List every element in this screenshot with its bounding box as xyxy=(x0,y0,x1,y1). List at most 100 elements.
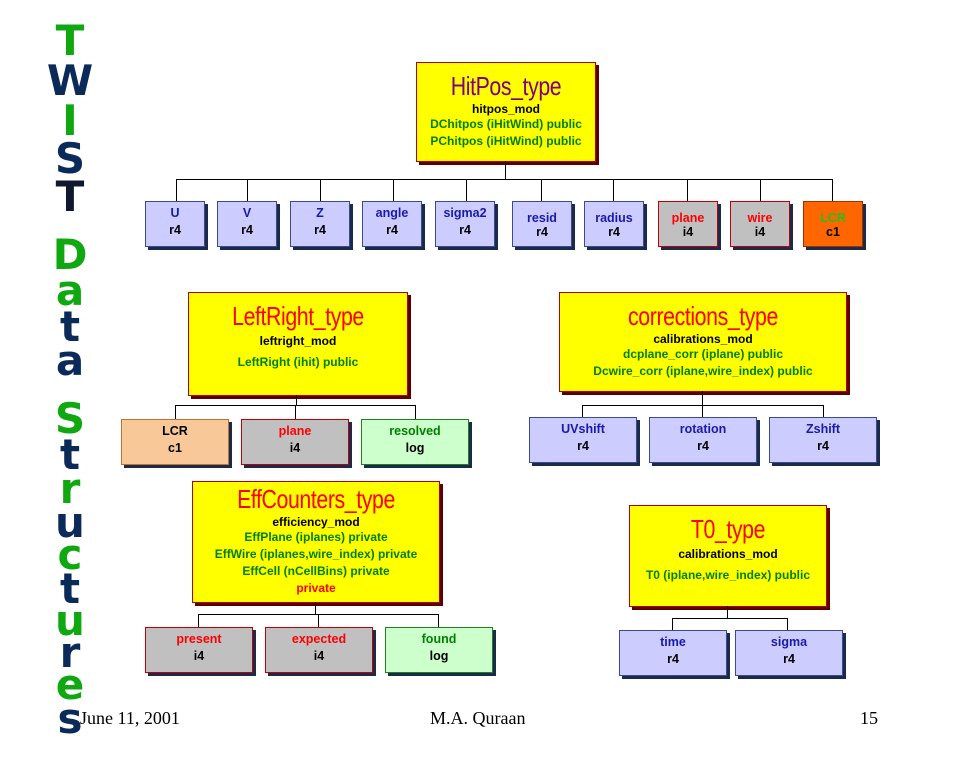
connector xyxy=(541,179,542,201)
effcounters-module: efficiency_mod xyxy=(272,515,360,529)
field-name: wire xyxy=(747,211,773,225)
field-type: i4 xyxy=(313,649,325,663)
field-type: r4 xyxy=(577,439,589,453)
title-letter: r xyxy=(59,464,81,513)
connector xyxy=(296,395,297,405)
title-letter: u xyxy=(55,596,85,645)
field-name: Zshift xyxy=(805,422,841,436)
field-type: log xyxy=(429,649,449,663)
connector xyxy=(702,391,703,405)
field-type: r4 xyxy=(536,225,548,239)
leftright-module: leftright_mod xyxy=(259,334,337,348)
t0-type-box: T0_type calibrations_mod T0 (iplane,wire… xyxy=(629,505,827,607)
title-letter: T xyxy=(55,16,85,65)
field-type: r4 xyxy=(169,223,181,237)
t0-line: T0 (iplane,wire_index) public xyxy=(645,568,811,582)
effcounters-type-title: EffCounters_type xyxy=(237,484,395,514)
connector xyxy=(198,614,199,627)
field-box: sigma2 r4 xyxy=(435,201,495,247)
title-letter: T xyxy=(55,172,85,221)
field-box: resid r4 xyxy=(512,201,572,247)
connector xyxy=(438,614,439,627)
field-type: i4 xyxy=(682,225,694,239)
connector xyxy=(672,618,788,619)
field-type: log xyxy=(405,441,425,455)
title-letter: t xyxy=(59,430,81,479)
field-type: c1 xyxy=(826,225,840,239)
leftright-type-title: LeftRight_type xyxy=(232,301,364,331)
field-box: present i4 xyxy=(145,627,253,673)
field-name: time xyxy=(660,635,686,649)
hitpos-type-title: HitPos_type xyxy=(450,71,562,101)
hitpos-module: hitpos_mod xyxy=(472,102,540,116)
footer-date: June 11, 2001 xyxy=(80,708,180,728)
field-box: rotation r4 xyxy=(649,417,757,463)
corrections-line: Dcwire_corr (iplane,wire_index) public xyxy=(593,364,813,378)
title-letter: S xyxy=(54,134,86,183)
field-name: Z xyxy=(316,206,324,220)
title-letter: I xyxy=(62,96,78,145)
leftright-line: LeftRight (ihit) public xyxy=(237,355,359,369)
corrections-type-title: corrections_type xyxy=(628,301,778,331)
field-name: found xyxy=(421,632,457,646)
connector xyxy=(466,179,467,201)
field-box: time r4 xyxy=(619,630,727,676)
effcounters-type-box: EffCounters_type efficiency_mod EffPlane… xyxy=(192,481,440,603)
title-letter: t xyxy=(59,564,81,613)
title-letter: t xyxy=(59,302,81,351)
field-name: U xyxy=(170,206,180,220)
footer-page-number: 15 xyxy=(860,708,878,728)
hitpos-line: PChitpos (iHitWind) public xyxy=(430,134,582,148)
connector xyxy=(613,179,614,201)
field-box: Zshift r4 xyxy=(769,417,877,463)
field-name: plane xyxy=(278,424,312,438)
connector xyxy=(505,161,506,179)
connector xyxy=(760,179,761,201)
field-name: LCR xyxy=(162,424,188,438)
connector xyxy=(393,179,394,201)
connector xyxy=(727,606,728,618)
field-type: i4 xyxy=(289,441,301,455)
hitpos-type-box: HitPos_type hitpos_mod DChitpos (iHitWin… xyxy=(416,62,596,162)
field-type: r4 xyxy=(608,225,620,239)
connector xyxy=(832,179,833,201)
field-box: U r4 xyxy=(145,201,205,247)
corrections-line: dcplane_corr (iplane) public xyxy=(622,347,784,361)
connector xyxy=(787,618,788,630)
field-type: i4 xyxy=(754,225,766,239)
field-type: r4 xyxy=(241,223,253,237)
hitpos-line: DChitpos (iHitWind) public xyxy=(430,117,582,131)
field-type: r4 xyxy=(817,439,829,453)
field-name: resolved xyxy=(389,424,441,438)
t0-type-title: T0_type xyxy=(690,514,766,544)
footer-author: M.A. Quraan xyxy=(430,708,526,728)
connector xyxy=(415,405,416,419)
field-name: plane xyxy=(671,211,705,225)
field-type: i4 xyxy=(193,649,205,663)
field-name: sigma xyxy=(770,635,808,649)
connector xyxy=(176,179,177,201)
field-type: c1 xyxy=(168,441,182,455)
field-name: UVshift xyxy=(561,422,605,436)
field-type: r4 xyxy=(697,439,709,453)
field-box: LCR c1 xyxy=(803,201,863,247)
connector xyxy=(318,614,319,627)
field-box: LCR c1 xyxy=(121,419,229,465)
title-letter: c xyxy=(57,530,83,579)
field-type: r4 xyxy=(314,223,326,237)
title-letter: a xyxy=(55,266,85,315)
effcounters-line: EffPlane (iplanes) private xyxy=(244,530,388,544)
field-type: r4 xyxy=(667,652,679,666)
connector xyxy=(582,405,824,406)
connector xyxy=(582,405,583,417)
field-type: r4 xyxy=(783,652,795,666)
title-letter: s xyxy=(57,694,83,743)
t0-module: calibrations_mod xyxy=(678,547,778,561)
field-box: V r4 xyxy=(217,201,277,247)
leftright-type-box: LeftRight_type leftright_mod LeftRight (… xyxy=(188,292,408,396)
connector xyxy=(315,602,316,614)
title-letter: u xyxy=(55,498,85,547)
connector xyxy=(823,405,824,417)
corrections-type-box: corrections_type calibrations_mod dcplan… xyxy=(559,292,847,392)
field-box: Z r4 xyxy=(290,201,350,247)
